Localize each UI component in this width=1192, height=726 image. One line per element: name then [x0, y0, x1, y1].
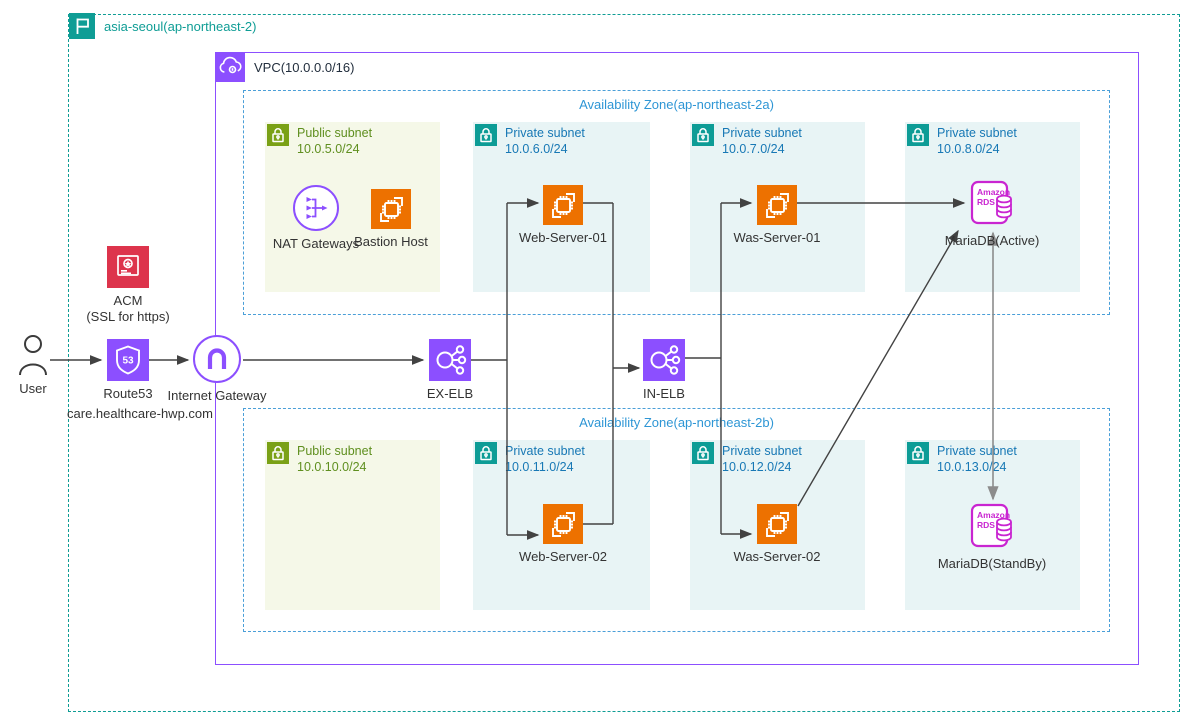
private-lock-icon [907, 124, 929, 146]
node-route53: 53 Route53 [68, 339, 188, 402]
subnet-cidr: 10.0.8.0/24 [937, 141, 1000, 156]
was-server-01-ec2-icon [757, 185, 797, 225]
subnet-private-was-2a: Private subnet 10.0.7.0/24 [690, 122, 865, 292]
az-label-2a: Availability Zone(ap-northeast-2a) [579, 97, 774, 112]
rds-icon: Amazon RDS [970, 180, 1012, 225]
node-mariadb-standby: Amazon RDS MariaDB(StandBy) [922, 503, 1062, 572]
private-lock-icon [692, 124, 714, 146]
was-server-02-ec2-icon [757, 504, 797, 544]
edge-inelb-trunk [685, 203, 722, 534]
node-in-elb: IN-ELB [609, 339, 719, 402]
web-server-01-label: Web-Server-01 [519, 230, 607, 245]
node-web-server-01: Web-Server-01 [493, 185, 633, 246]
user-icon [19, 335, 47, 376]
node-was-server-01: Was-Server-01 [707, 185, 847, 246]
svg-text:Amazon: Amazon [977, 187, 1010, 197]
edge-web-trunk [583, 202, 614, 525]
node-web-server-02: Web-Server-02 [493, 504, 633, 565]
node-user: User [3, 334, 63, 397]
public-lock-icon [267, 124, 289, 146]
nat-gateways-icon [293, 185, 339, 231]
web-server-01-ec2-icon [543, 185, 583, 225]
bastion-host-ec2-icon [371, 189, 411, 229]
node-acm: ACM (SSL for https) [68, 246, 188, 326]
subnet-cidr: 10.0.11.0/24 [505, 459, 574, 474]
private-lock-icon [475, 442, 497, 464]
region-label: asia-seoul(ap-northeast-2) [104, 19, 257, 34]
vpc-header: VPC(10.0.0.0/16) [215, 52, 354, 82]
mariadb-standby-label: MariaDB(StandBy) [937, 556, 1047, 571]
public-lock-icon [267, 442, 289, 464]
subnet-cidr: 10.0.7.0/24 [722, 141, 785, 156]
az-box-2a: Availability Zone(ap-northeast-2a) [243, 90, 1110, 315]
node-internet-gateway: Internet Gateway [152, 335, 282, 404]
svg-text:53: 53 [122, 356, 134, 367]
subnet-title: Private subnet [505, 444, 585, 458]
subnet-cidr: 10.0.5.0/24 [297, 141, 360, 156]
az-label-2b: Availability Zone(ap-northeast-2b) [579, 415, 774, 430]
route53-label: Route53 [103, 386, 153, 401]
node-ex-elb: EX-ELB [395, 339, 505, 402]
internet-gateway-icon [193, 335, 241, 383]
subnet-title: Private subnet [722, 126, 802, 140]
user-label: User [19, 381, 47, 396]
subnet-title: Public subnet [297, 444, 373, 458]
was-server-02-label: Was-Server-02 [733, 549, 821, 564]
subnet-public-2b: Public subnet 10.0.10.0/24 [265, 440, 440, 610]
route53-domain: care.healthcare-hwp.com [67, 406, 213, 421]
region-box [68, 14, 1180, 712]
subnet-title: Public subnet [297, 126, 373, 140]
edge-exelb-trunk [471, 203, 508, 535]
ex-elb-icon [429, 339, 471, 381]
in-elb-label: IN-ELB [643, 386, 685, 401]
rds-icon: Amazon RDS [970, 503, 1012, 548]
was-server-01-label: Was-Server-01 [733, 230, 821, 245]
vpc-cloud-icon [215, 52, 245, 82]
web-server-02-label: Web-Server-02 [519, 549, 607, 564]
region-flag-icon [69, 13, 95, 39]
vpc-label: VPC(10.0.0.0/16) [254, 60, 355, 75]
subnet-title: Private subnet [937, 126, 1017, 140]
nat-gateways-label: NAT Gateways [272, 236, 360, 251]
private-lock-icon [475, 124, 497, 146]
private-lock-icon [907, 442, 929, 464]
subnet-cidr: 10.0.6.0/24 [505, 141, 568, 156]
edge-was2-rds [797, 229, 959, 507]
bastion-host-label: Bastion Host [354, 234, 428, 249]
subnet-title: Private subnet [722, 444, 802, 458]
acm-icon [107, 246, 149, 288]
internet-gateway-label: Internet Gateway [167, 388, 267, 403]
private-lock-icon [692, 442, 714, 464]
az-box-2b: Availability Zone(ap-northeast-2b) [243, 408, 1110, 632]
ex-elb-label: EX-ELB [426, 386, 474, 401]
region-header: asia-seoul(ap-northeast-2) [69, 13, 256, 39]
mariadb-active-label: MariaDB(Active) [944, 233, 1040, 248]
subnet-cidr: 10.0.12.0/24 [722, 459, 792, 474]
route53-icon: 53 [107, 339, 149, 381]
in-elb-icon [643, 339, 685, 381]
svg-text:RDS: RDS [977, 520, 995, 530]
acm-sublabel: (SSL for https) [86, 309, 170, 325]
subnet-title: Private subnet [505, 126, 585, 140]
acm-label: ACM [113, 293, 143, 308]
web-server-02-ec2-icon [543, 504, 583, 544]
node-mariadb-active: Amazon RDS MariaDB(Active) [922, 180, 1062, 249]
subnet-cidr: 10.0.10.0/24 [297, 459, 367, 474]
node-bastion-host: Bastion Host [341, 189, 441, 250]
svg-text:RDS: RDS [977, 197, 995, 207]
svg-text:Amazon: Amazon [977, 510, 1010, 520]
node-nat-gateways: NAT Gateways [261, 185, 371, 252]
node-was-server-02: Was-Server-02 [707, 504, 847, 565]
